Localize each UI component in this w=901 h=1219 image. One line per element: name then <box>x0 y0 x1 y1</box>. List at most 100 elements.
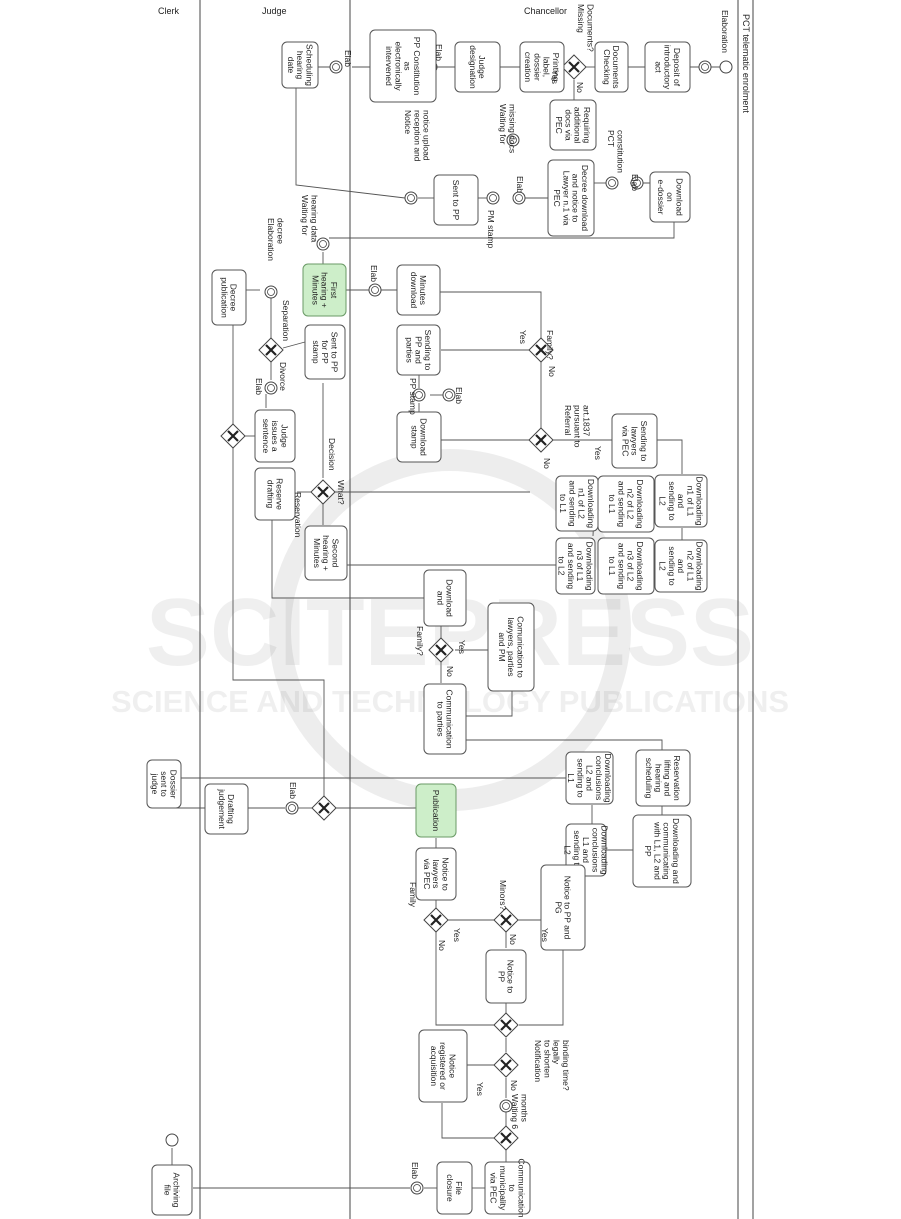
flow-label-notification: Notificationto shortenlegallybinding tim… <box>533 1040 571 1091</box>
task-dl-n2-l1: Downloadingn2 of L1andsending toL2 <box>654 539 708 593</box>
lane-chancellor: Chancellor <box>524 6 567 16</box>
flow-label-pct-constitution: PCTconstitution <box>606 130 625 173</box>
task-minutes-download: Minutesdownload <box>396 264 441 316</box>
flow-label-elab: Elab <box>515 176 525 193</box>
task-dl-n1-l2: Downloadingn1 of L2and sendingto L1 <box>555 475 599 532</box>
task-download-edossier: Downloadone-dossier <box>649 171 691 223</box>
waiting-docs-event <box>506 133 520 147</box>
flow-label-missing-docs: MissingDocuments? <box>576 4 595 52</box>
elab-event-4 <box>512 191 526 205</box>
swimlanes: Clerk Judge Chancellor PCT telematic enr… <box>158 0 754 1219</box>
flow-label-yes: Yes <box>593 446 603 460</box>
flow-label-elab: Elab <box>254 378 264 395</box>
gateway-join-notices <box>493 1012 519 1038</box>
elab-event-3 <box>630 176 644 190</box>
task-label: Draftingjudgement <box>217 788 236 829</box>
gateway-join-final <box>493 1125 519 1151</box>
task-communication-lawyers: Comunication tolawyers, partiesand PM <box>487 602 535 692</box>
timer-event <box>698 60 712 74</box>
task-decree-publication: Decreepublication <box>211 269 247 326</box>
task-label: Sending toPP andparties <box>404 330 433 371</box>
task-label: Requiringadditionaldocs viaPEC <box>554 107 592 144</box>
flow-label-no: No <box>509 1080 519 1091</box>
flow-label-yes: Yes <box>540 928 550 942</box>
flow-label-no: No <box>547 366 557 377</box>
task-pp-constitution: PP Constitutionaselectronicallyintervene… <box>369 29 437 103</box>
flow-label-decision: Decision <box>327 438 337 471</box>
flow-label-no: No <box>445 666 455 677</box>
task-second-hearing: Secondhearing +Minutes <box>304 525 348 581</box>
task-dl-conclusions-l1: DownloadingconclusionsL1 andsending toL2 <box>563 823 610 877</box>
task-label: Judgeissues asentence <box>261 419 290 454</box>
task-label: Downloadingn3 of L1and sendingto L2 <box>557 541 595 590</box>
pm-stamp-event <box>486 191 500 205</box>
lane-clerk: Clerk <box>158 6 180 16</box>
flow-label-reservation: Reservation <box>293 492 303 538</box>
flow-label-notice-reception: Noticereception andnotice upload <box>403 110 432 162</box>
gateway-separation <box>258 337 284 363</box>
flow-labels: ElaborationMissingDocuments?YesNoElabEla… <box>254 4 730 1179</box>
task-doc-check: DocumentsChecking <box>594 41 629 93</box>
gateway-join-sentence <box>220 423 246 449</box>
flow-label-no: No <box>437 940 447 951</box>
task-label: Downloadingn1 of L1andsending toL2 <box>658 476 705 525</box>
flow-label-yes: Yes <box>475 1082 485 1096</box>
task-label: Reservedrafting <box>265 478 284 510</box>
flow-label-elab: Elab <box>288 782 298 799</box>
flow-label-family: Family? <box>545 330 555 360</box>
flow-label-yes: Yes <box>518 330 528 344</box>
task-judge-sentence: Judgeissues asentence <box>254 409 296 463</box>
gateway-missing-docs <box>561 54 587 80</box>
tasks: Deposit ofintroductoryactDocumentsChecki… <box>146 29 708 1218</box>
task-archiving: Archivingfile <box>151 1164 193 1216</box>
flow-label-elab: Elab <box>630 174 640 191</box>
flow-label-family-plain: Family <box>408 882 418 908</box>
task-reservation-lifting: Reservationlifting andhearingscheduling <box>635 749 691 807</box>
flow-label-what: What? <box>336 480 346 505</box>
gateway-family-2 <box>428 637 454 663</box>
lane-enrolment: PCT telematic enrolment <box>741 14 751 113</box>
task-download-stamp: Downloadstamp <box>396 411 442 463</box>
elab-event-7 <box>264 381 278 395</box>
task-label: Sent to PPfor PPstamp <box>311 332 340 373</box>
task-label: DownloadingconclusionsL2 andsending toL1 <box>566 753 613 802</box>
flow-label-family: Family? <box>415 626 425 656</box>
task-label: Sending tolawyersvia PEC <box>620 421 649 462</box>
task-download-and: Downloadand <box>423 569 467 627</box>
flow-label-no: No <box>575 82 585 93</box>
elab-decree-event <box>264 285 278 299</box>
flow-label-elaboration: Elaboration <box>720 10 730 53</box>
gateway-minors <box>493 907 519 933</box>
sequence-flows <box>171 66 720 1189</box>
task-dl-n2-l2: Downloadingn2 of L2and sendingto L1 <box>597 475 655 533</box>
task-dl-communicating: Downloading andcommunicatingwith L1, L2 … <box>632 814 692 888</box>
task-notice-pp-pg: Notice to PP andPG <box>540 864 586 951</box>
task-label: Noticeregistered oracquisition <box>429 1042 458 1090</box>
flow-label-waiting-docs: Waiting formissing docs <box>498 104 517 153</box>
task-notice-lawyers: Notice tolawyersvia PEC <box>415 847 457 901</box>
flow-label-elab: Elab <box>410 1162 420 1179</box>
gateway-referral <box>528 427 554 453</box>
task-label: Firsthearing +Minutes <box>310 272 339 308</box>
flow-label-yes: Yes <box>457 640 467 654</box>
task-label: Downloadstamp <box>409 418 428 456</box>
task-label: Printinglabel,dossiercreation <box>523 52 561 83</box>
notice-reception-event <box>404 191 418 205</box>
task-file-closure: Fileclosure <box>436 1161 473 1215</box>
task-label: Notice tolawyersvia PEC <box>422 857 451 891</box>
task-label: Downloadone-dossier <box>656 178 685 216</box>
flow-label-elab-decree: Elaborationdecree <box>266 218 285 261</box>
flow-label-minors: Minors? <box>498 880 508 911</box>
flow-label-elab: Elab <box>343 50 353 67</box>
flow-label-referral: Referralpursuant toart.1837 <box>563 405 592 448</box>
task-label: Publication <box>431 790 441 832</box>
task-label: Reservationlifting andhearingscheduling <box>644 755 682 801</box>
task-publication: Publication <box>415 783 457 838</box>
task-dl-n3-l2: Downloadingn3 of L2and sendingto L1 <box>597 537 655 595</box>
task-label: Dossiersent tojudge <box>150 770 179 799</box>
task-drafting-judgement: Draftingjudgement <box>204 783 249 835</box>
start-event <box>719 60 733 74</box>
task-label: Downloading andcommunicatingwith L1, L2 … <box>643 818 681 884</box>
waiting-hearing-event <box>316 237 330 251</box>
task-label: DownloadingconclusionsL1 andsending toL2 <box>563 825 610 874</box>
